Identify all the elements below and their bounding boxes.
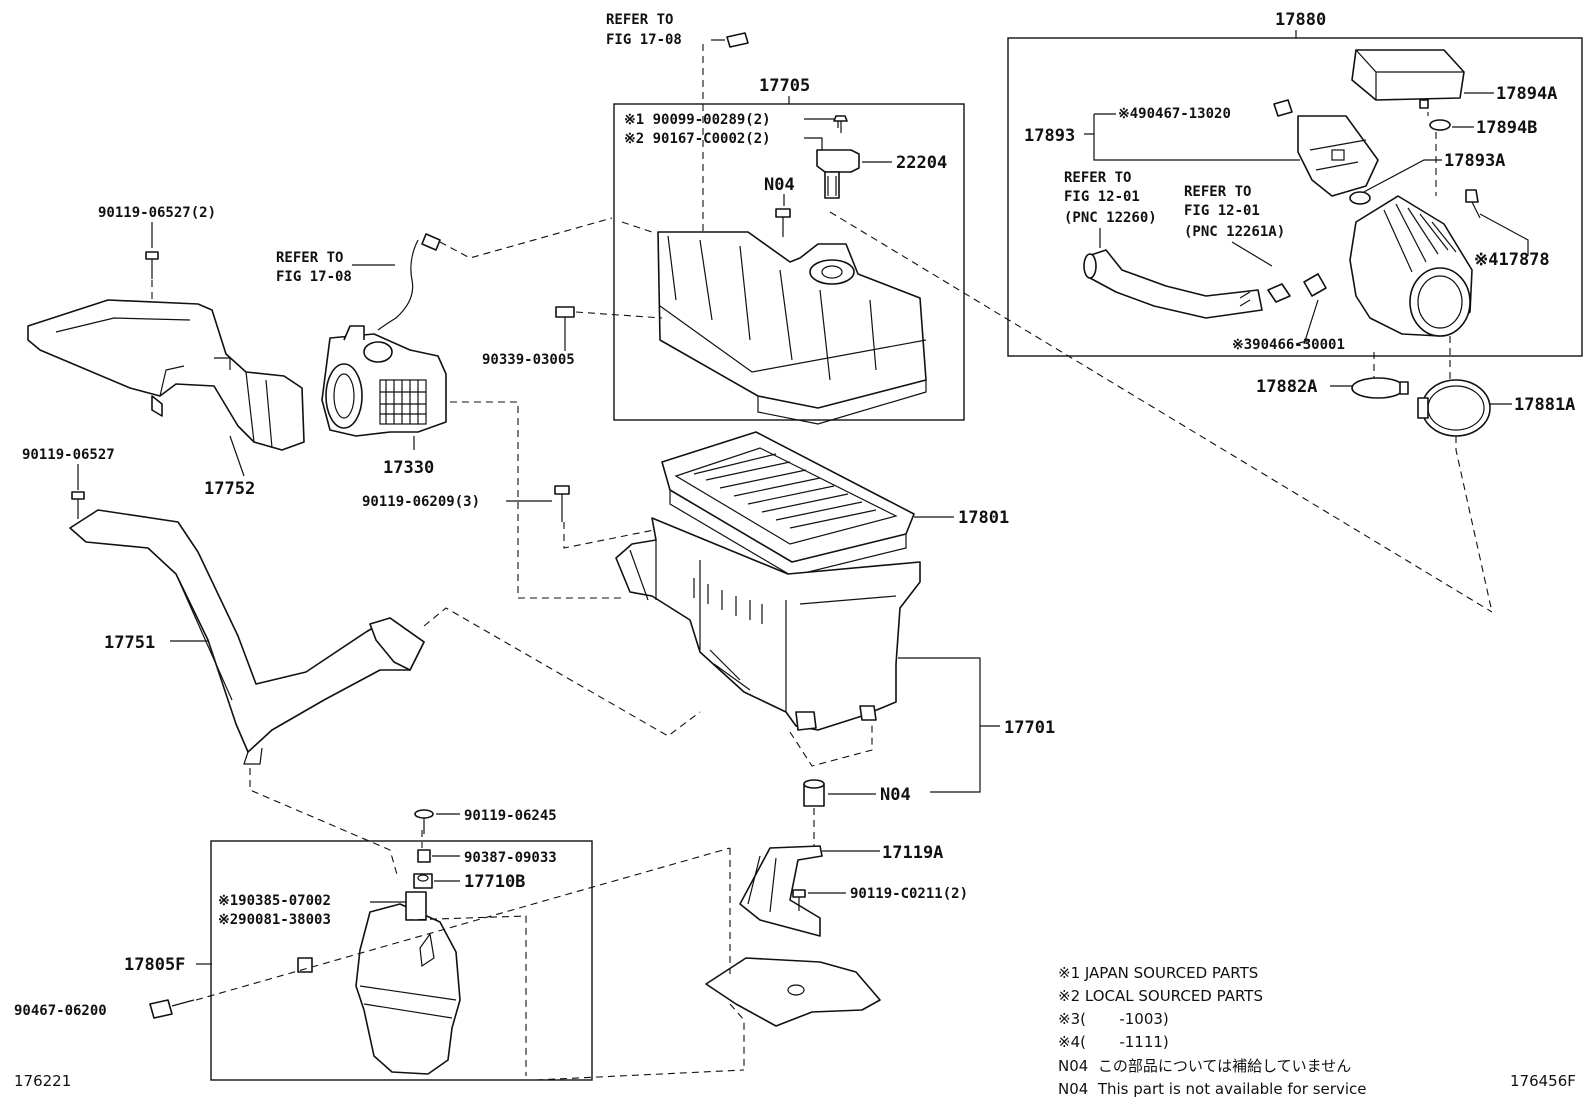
label-N04-bottom[interactable]: N04 <box>880 785 911 805</box>
clip-90387-icon <box>417 849 431 863</box>
clip-17878-icon <box>1465 189 1481 219</box>
ref-top-line2[interactable]: FIG 17-08 <box>606 32 682 48</box>
label-90467-06200[interactable]: 90467-06200 <box>14 1003 107 1019</box>
bolt-90119-06527-2-icon <box>145 251 159 279</box>
label-22204[interactable]: 22204 <box>896 153 947 173</box>
bolt-90119-06527-icon <box>71 491 85 519</box>
grommet-17710B-icon <box>413 873 433 889</box>
ref-top-line1[interactable]: REFER TO <box>606 12 673 28</box>
label-17330[interactable]: 17330 <box>383 458 434 478</box>
screw-90099-icon <box>833 115 848 133</box>
clip-90466-icon <box>1239 273 1327 307</box>
note-japan-sourced: ※1 JAPAN SOURCED PARTS <box>1058 964 1258 982</box>
label-90119-06245[interactable]: 90119-06245 <box>464 808 557 824</box>
label-90119-06209[interactable]: 90119-06209(3) <box>362 494 480 510</box>
bolt-90119-06245-icon <box>414 809 434 834</box>
filter-element-17801-icon <box>661 431 915 577</box>
label-17882A[interactable]: 17882A <box>1256 377 1317 397</box>
resonator-17805F-icon <box>355 891 461 1075</box>
resonator-17893-icon <box>1297 115 1379 197</box>
note-N04-japanese: N04 この部品については補給していません <box>1058 1057 1351 1075</box>
ref-mid-line1[interactable]: REFER TO <box>276 250 343 266</box>
clamp-17882A-icon <box>1351 377 1409 399</box>
clip-90467-13020-icon <box>1273 99 1293 117</box>
label-90099[interactable]: ※1 90099-00289(2) <box>624 112 771 128</box>
ref-r1-line1[interactable]: REFER TO <box>1064 170 1131 186</box>
label-90167[interactable]: ※2 90167-C0002(2) <box>624 131 771 147</box>
label-90385[interactable]: ※190385-07002 <box>218 893 331 909</box>
figure-id-left: 176221 <box>14 1072 71 1090</box>
cover-17894A-icon <box>1351 49 1465 109</box>
hose-12260-icon <box>1083 249 1263 319</box>
clamp-17893A-icon <box>1349 191 1371 205</box>
figure-id-right: 176456F <box>1510 1072 1576 1090</box>
label-17894B[interactable]: 17894B <box>1476 118 1537 138</box>
label-90466[interactable]: ※390466-30001 <box>1232 337 1345 353</box>
bolt-90119-C0211-icon <box>792 889 806 911</box>
label-17705[interactable]: 17705 <box>759 76 810 96</box>
group-box-17805F <box>210 840 593 1081</box>
note-range-3: ※3( -1003) <box>1058 1010 1169 1028</box>
body-panel-icon <box>705 957 881 1027</box>
bracket-17119A-icon <box>739 845 823 937</box>
ref-mid-line2[interactable]: FIG 17-08 <box>276 269 352 285</box>
label-17805F[interactable]: 17805F <box>124 955 185 975</box>
label-90081[interactable]: ※290081-38003 <box>218 912 331 928</box>
air-cleaner-cap-icon <box>657 231 927 425</box>
label-90467-13020[interactable]: ※490467-13020 <box>1118 106 1231 122</box>
label-90119-06527[interactable]: 90119-06527 <box>22 447 115 463</box>
clamp-17881A-icon <box>1417 379 1491 437</box>
label-17710B[interactable]: 17710B <box>464 872 525 892</box>
grommet-N04-icon <box>803 779 825 807</box>
label-17119A[interactable]: 17119A <box>882 843 943 863</box>
note-range-4: ※4( -1111) <box>1058 1033 1169 1051</box>
label-N04-top[interactable]: N04 <box>764 175 795 195</box>
ref-r1-line3[interactable]: (PNC 12260) <box>1064 210 1157 226</box>
housing-17330-icon <box>321 325 447 437</box>
label-17893A[interactable]: 17893A <box>1444 151 1505 171</box>
label-17701[interactable]: 17701 <box>1004 718 1055 738</box>
grommet-90467-icon <box>297 957 313 973</box>
label-17878[interactable]: ※417878 <box>1474 250 1550 270</box>
ref-r2-line1[interactable]: REFER TO <box>1184 184 1251 200</box>
ref-r1-line2[interactable]: FIG 12-01 <box>1064 189 1140 205</box>
group-box-17880 <box>1007 37 1583 357</box>
note-N04-english: N04 This part is not available for servi… <box>1058 1080 1366 1098</box>
pipe-17751-icon <box>69 509 425 765</box>
label-90119-C0211[interactable]: 90119-C0211(2) <box>850 886 968 902</box>
sensor-22204-icon <box>816 149 860 199</box>
bellows-hose-icon <box>1349 195 1473 337</box>
note-local-sourced: ※2 LOCAL SOURCED PARTS <box>1058 987 1263 1005</box>
bolt-N04-icon <box>775 208 791 237</box>
duct-17752-icon <box>27 299 305 451</box>
label-17893[interactable]: 17893 <box>1024 126 1075 146</box>
label-17801[interactable]: 17801 <box>958 508 1009 528</box>
label-90339[interactable]: 90339-03005 <box>482 352 575 368</box>
bolt-90119-06209-icon <box>554 485 570 522</box>
clip-17894B-icon <box>1429 119 1451 131</box>
clip-90339-icon <box>555 306 575 318</box>
label-17881A[interactable]: 17881A <box>1514 395 1575 415</box>
label-17752[interactable]: 17752 <box>204 479 255 499</box>
label-17751[interactable]: 17751 <box>104 633 155 653</box>
clip-90467-06200-icon <box>149 999 195 1019</box>
air-cleaner-case-17701-icon <box>615 517 921 731</box>
label-17894A[interactable]: 17894A <box>1496 84 1557 104</box>
label-90119-06527-2[interactable]: 90119-06527(2) <box>98 205 216 221</box>
label-90387[interactable]: 90387-09033 <box>464 850 557 866</box>
label-17880[interactable]: 17880 <box>1275 10 1326 30</box>
ref-r2-line2[interactable]: FIG 12-01 <box>1184 203 1260 219</box>
ref-r2-line3[interactable]: (PNC 12261A) <box>1184 224 1285 240</box>
